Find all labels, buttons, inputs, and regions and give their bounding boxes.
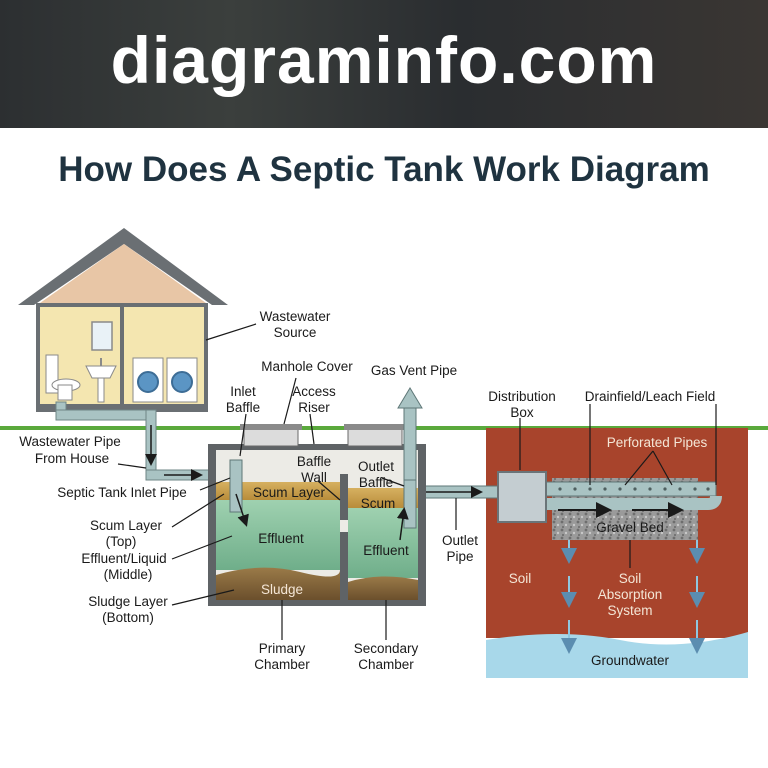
access-riser-right (347, 427, 403, 447)
label-soil-absorption-2: Absorption (598, 587, 663, 602)
label-secondary-chamber-1: Secondary (354, 641, 419, 656)
access-riser-left (243, 427, 299, 447)
label-scum-layer-side-1: Scum Layer (90, 518, 163, 533)
label-wastewater-source-2: Source (274, 325, 317, 340)
label-perforated-pipes: Perforated Pipes (607, 435, 708, 450)
label-baffle-wall-2: Wall (301, 470, 327, 485)
label-distribution-box-2: Box (510, 405, 534, 420)
label-soil-absorption-1: Soil (619, 571, 642, 586)
house (18, 228, 228, 412)
pipe-perforations (558, 487, 710, 491)
label-manhole-cover: Manhole Cover (261, 359, 353, 374)
label-outlet-baffle-2: Baffle (359, 475, 393, 490)
house-gable (40, 244, 206, 303)
label-wastewater-pipe-2: From House (35, 451, 109, 466)
label-effluent-side-2: (Middle) (104, 567, 153, 582)
label-inlet-baffle-1: Inlet (230, 384, 256, 399)
toilet-icon (45, 354, 81, 401)
label-scum-layer-tank: Scum Layer (253, 485, 326, 500)
mirror-icon (91, 321, 113, 351)
label-wastewater-pipe-1: Wastewater Pipe (19, 434, 121, 449)
label-scum-secondary: Scum (361, 496, 396, 511)
house-drain-pipe (55, 401, 227, 481)
label-drainfield: Drainfield/Leach Field (585, 389, 716, 404)
sink-icon (85, 358, 117, 403)
label-gas-vent-pipe: Gas Vent Pipe (371, 363, 457, 378)
scum-layer-secondary (348, 488, 418, 508)
label-effluent-primary: Effluent (258, 531, 304, 546)
washing-machine-icon (132, 357, 198, 403)
septic-tank (208, 424, 426, 606)
sludge-primary (216, 567, 340, 600)
label-primary-chamber-2: Chamber (254, 657, 310, 672)
outlet-baffle-pipe (403, 477, 417, 529)
label-outlet-pipe-2: Pipe (446, 549, 473, 564)
site-banner: diagraminfo.com (0, 0, 768, 128)
label-effluent-secondary: Effluent (363, 543, 409, 558)
label-secondary-chamber-2: Chamber (358, 657, 414, 672)
label-wastewater-source-1: Wastewater (260, 309, 331, 324)
label-baffle-wall-1: Baffle (297, 454, 331, 469)
label-soil-absorption-3: System (607, 603, 652, 618)
label-primary-chamber-1: Primary (259, 641, 306, 656)
label-outlet-pipe-1: Outlet (442, 533, 478, 548)
label-access-riser-1: Access (292, 384, 336, 399)
sludge-secondary (348, 576, 418, 600)
baffle-wall (340, 474, 348, 600)
label-groundwater: Groundwater (591, 653, 670, 668)
label-scum-layer-side-2: (Top) (106, 534, 137, 549)
perforated-pipe (545, 481, 717, 497)
gas-vent-pipe (403, 403, 417, 481)
lower-distribution-pipe (546, 495, 722, 510)
label-sludge-tank: Sludge (261, 582, 303, 597)
label-gravel-bed: Gravel Bed (596, 520, 664, 535)
label-inlet-baffle-2: Baffle (226, 400, 260, 415)
label-sludge-side-1: Sludge Layer (88, 594, 168, 609)
label-effluent-side-1: Effluent/Liquid (81, 551, 166, 566)
page-title: How Does A Septic Tank Work Diagram (58, 150, 710, 189)
label-sludge-side-2: (Bottom) (102, 610, 154, 625)
house-roof (18, 228, 228, 305)
inlet-baffle (229, 459, 243, 513)
distribution-box (497, 471, 547, 523)
label-distribution-box-1: Distribution (488, 389, 556, 404)
label-septic-inlet-pipe: Septic Tank Inlet Pipe (57, 485, 187, 500)
gas-vent-arrow (397, 387, 423, 409)
label-outlet-baffle-1: Outlet (358, 459, 394, 474)
label-soil: Soil (509, 571, 532, 586)
label-access-riser-2: Riser (298, 400, 330, 415)
seepage-arrows (561, 540, 705, 654)
site-name: diagraminfo.com (110, 23, 658, 97)
groundwater-area (486, 632, 748, 678)
scum-layer-primary (216, 482, 340, 500)
leader-lines (117, 323, 717, 640)
